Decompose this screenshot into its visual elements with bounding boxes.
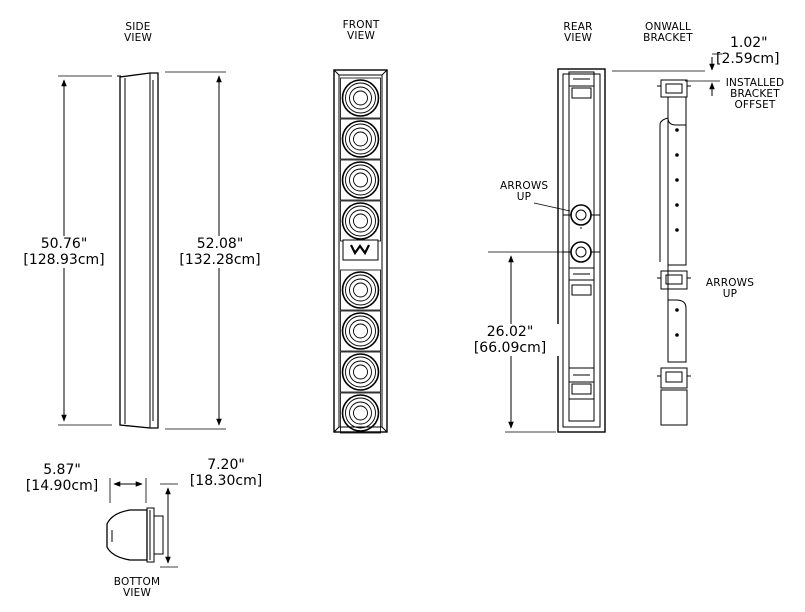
bottom-overall-text: 7.20" [18.30cm]: [178, 457, 274, 489]
bottom-view-drawing: [106, 507, 164, 563]
rear-view-label-line2: VIEW: [563, 32, 593, 44]
bracket-offset-dimension: [612, 53, 722, 96]
front-view-label-line2: VIEW: [346, 30, 376, 42]
bottom-depth-text: 5.87" [14.90cm]: [12, 462, 112, 494]
bracket-hole: [675, 128, 679, 132]
bottom-depth-cm: [14.90cm]: [25, 478, 99, 494]
front-driver: [340, 77, 381, 119]
bracket-hole: [675, 228, 679, 232]
bracket-offset-cm: [2.59cm]: [716, 51, 780, 67]
side-height-cm: [128.93cm]: [23, 252, 105, 268]
front-driver: [340, 118, 381, 160]
front-view-drawing: [333, 69, 388, 434]
bracket-offset-inches: 1.02": [730, 35, 768, 51]
rear-connector-lower: [570, 241, 592, 263]
overall-height-inches: 52.08": [196, 236, 244, 252]
side-view-label-line2: VIEW: [123, 32, 153, 44]
bottom-view-label: BOTTOM VIEW: [108, 577, 166, 599]
front-driver: [340, 159, 381, 201]
installed-offset-note: INSTALLED BRACKET OFFSET: [722, 78, 788, 111]
front-driver: [340, 392, 381, 434]
bracket-drawing: [657, 79, 691, 426]
bottom-view-label-line2: VIEW: [122, 587, 152, 599]
logo-icon: [350, 244, 370, 256]
arrows-up-bracket-line1: ARROWS: [705, 277, 755, 289]
bracket-label-line1: ONWALL: [644, 21, 691, 33]
front-driver: [340, 200, 381, 242]
installed-offset-line3: OFFSET: [734, 99, 776, 111]
bracket-hole: [675, 153, 679, 157]
side-view-label: SIDE VIEW: [118, 22, 158, 44]
side-height-text: 50.76" [128.93cm]: [13, 236, 115, 268]
side-height-inches: 50.76": [40, 236, 88, 252]
overall-height-text: 52.08" [132.28cm]: [168, 236, 272, 268]
front-driver: [340, 351, 381, 393]
installed-offset-line2: BRACKET: [730, 88, 780, 100]
bracket-label: ONWALL BRACKET: [632, 22, 704, 44]
side-view-drawing: [117, 72, 159, 429]
rear-view-label-line1: REAR: [563, 21, 593, 33]
bracket-hole: [675, 308, 679, 312]
rear-view-drawing: [557, 68, 606, 433]
bracket-hole-group: [675, 128, 679, 337]
front-driver: [340, 310, 381, 352]
bottom-view-label-line1: BOTTOM: [113, 576, 161, 588]
arrow-height-text: 26.02" [66.09cm]: [461, 324, 559, 356]
bracket-offset-text: 1.02" [2.59cm]: [716, 35, 786, 67]
rear-view-label: REAR VIEW: [556, 22, 600, 44]
bracket-hole: [675, 333, 679, 337]
front-driver-group: [340, 77, 381, 434]
front-view-label-line1: FRONT: [342, 19, 380, 31]
bracket-hole: [675, 178, 679, 182]
arrows-up-rear-line2: UP: [516, 191, 532, 203]
overall-height-cm: [132.28cm]: [179, 252, 261, 268]
arrow-height-cm: [66.09cm]: [473, 340, 547, 356]
bottom-dimensions: [109, 478, 178, 568]
front-logo-plate: [342, 239, 379, 261]
arrows-up-bracket-note: ARROWS UP: [702, 278, 758, 300]
front-view-label: FRONT VIEW: [336, 20, 386, 42]
installed-offset-line1: INSTALLED: [725, 77, 785, 89]
bottom-overall-inches: 7.20": [207, 457, 245, 473]
arrow-height-inches: 26.02": [486, 324, 534, 340]
bracket-hole: [675, 203, 679, 207]
arrows-up-bracket-line2: UP: [722, 288, 738, 300]
arrows-up-rear-line1: ARROWS: [500, 180, 549, 192]
bracket-label-line2: BRACKET: [643, 32, 693, 44]
rear-connector-upper: [570, 204, 592, 226]
side-view-label-line1: SIDE: [125, 21, 151, 33]
bottom-overall-cm: [18.30cm]: [189, 473, 263, 489]
arrows-up-leader: [533, 202, 571, 212]
arrows-up-rear-note: ARROWS UP: [500, 181, 548, 203]
bottom-depth-inches: 5.87": [43, 462, 81, 478]
front-driver: [340, 269, 381, 311]
